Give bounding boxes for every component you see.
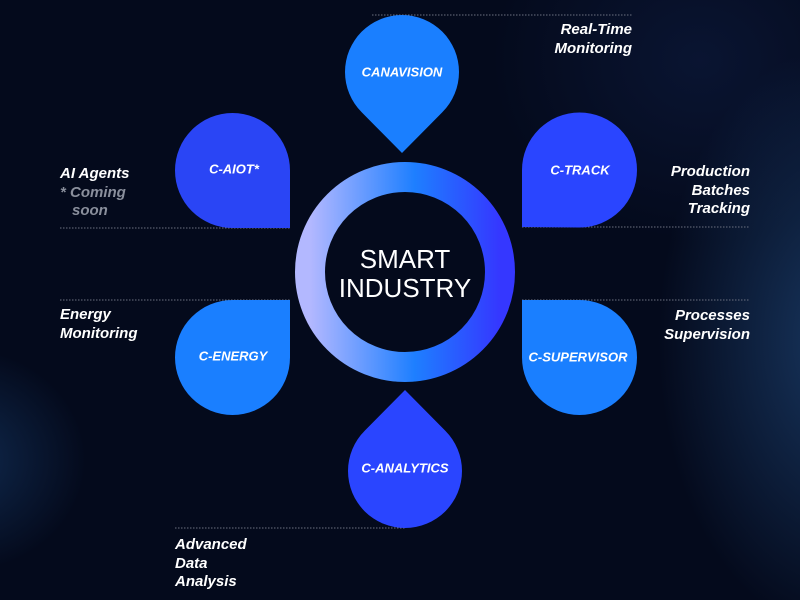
node-label: C-SUPERVISOR [529,349,629,364]
desc-line: Production [670,163,750,180]
center-ring [295,162,515,382]
desc-line: Supervision [664,325,750,343]
desc-line: Data [175,554,208,572]
connector-lines [60,14,750,529]
drop-shape [174,300,290,415]
node-label: C-AIOT* [209,161,260,176]
desc-line: Monitoring [60,324,138,342]
desc-line: Tracking [687,200,750,217]
drop-shape [345,14,459,154]
drop-shape [522,300,637,415]
desc-line: Energy [60,306,111,323]
desc-line: Processes [674,307,750,324]
desc-line: Analysis [175,573,237,590]
node-label: CANAVISION [362,64,443,79]
desc-caiot: AI Agents * Coming soon [60,165,129,221]
desc-canalytics: Advanced Data Analysis [175,536,247,592]
node-cenergy[interactable]: C-ENERGY [174,300,290,415]
desc-ctrack: Production Batches Tracking [671,163,750,219]
drop-shape [522,112,637,228]
desc-canavision: Real-Time Monitoring [555,21,632,58]
coming-soon-note: soon [72,202,108,219]
node-canavision[interactable]: CANAVISION [345,14,459,154]
node-label: C-ANALYTICS [361,460,448,475]
node-canalytics[interactable]: C-ANALYTICS [348,390,462,529]
desc-line: Advanced [175,536,247,553]
center-title-line2: INDUSTRY [339,273,471,303]
desc-line: Monitoring [554,39,632,57]
node-label: C-ENERGY [199,348,269,363]
desc-line: Real-Time [560,21,632,38]
coming-soon-note: * Coming [60,183,126,201]
node-label: C-TRACK [550,162,611,177]
center-title-line1: SMART [360,244,451,274]
desc-line: AI Agents [60,165,130,182]
node-ctrack[interactable]: C-TRACK [522,112,637,228]
drop-shape [348,390,462,529]
drop-shape [174,112,290,228]
node-caiot[interactable]: C-AIOT* [174,112,290,228]
desc-cenergy: Energy Monitoring [60,306,137,343]
desc-csupervisor: Processes Supervision [664,307,750,344]
node-csupervisor[interactable]: C-SUPERVISOR [522,300,637,415]
desc-line: Batches [691,181,750,199]
